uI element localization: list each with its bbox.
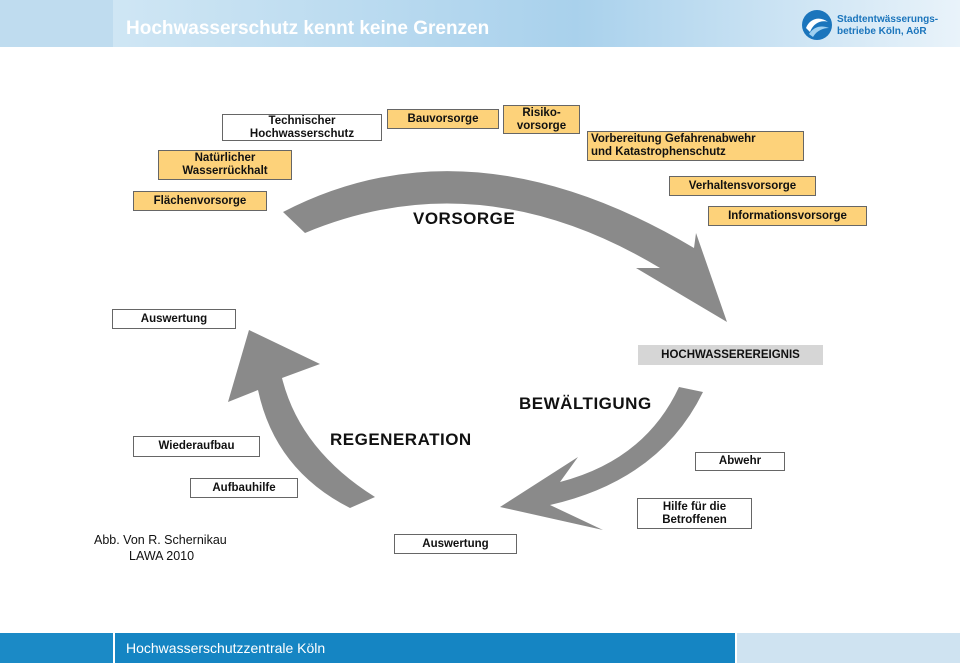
page-title: Hochwasserschutz kennt keine Grenzen xyxy=(126,18,490,39)
footer-main-block xyxy=(115,633,735,663)
footer-left-block xyxy=(0,633,113,663)
footer-bar: Hochwasserschutzzentrale Köln xyxy=(0,631,960,664)
phase-vorsorge: VORSORGE xyxy=(413,209,516,228)
caption-line1: Abb. Von R. Schernikau xyxy=(94,533,227,547)
box-informationsvorsorge: Informationsvorsorge xyxy=(708,206,867,226)
header-bar: Hochwasserschutz kennt keine Grenzen Sta… xyxy=(0,0,960,47)
phase-bewaeltigung: BEWÄLTIGUNG xyxy=(519,394,652,413)
logo-wave-icon xyxy=(802,10,832,40)
box-abwehr: Abwehr xyxy=(695,452,785,471)
box-auswertung-bottom: Auswertung xyxy=(394,534,517,554)
box-bauvorsorge: Bauvorsorge xyxy=(387,109,499,129)
logo-text-line2: betriebe Köln, AöR xyxy=(837,26,927,37)
footer-right-block xyxy=(737,633,960,663)
box-hochwasserereignis: HOCHWASSEREREIGNIS xyxy=(638,345,823,365)
box-natuerlicher-wasserrueckhalt: Natürlicher Wasserrückhalt xyxy=(158,150,292,180)
phase-regeneration: REGENERATION xyxy=(330,430,472,449)
box-aufbauhilfe: Aufbauhilfe xyxy=(190,478,298,498)
box-technischer-hochwasserschutz: Technischer Hochwasserschutz xyxy=(222,114,382,141)
box-vorbereitung-gefahrenabwehr: Vorbereitung Gefahrenabwehr und Katastro… xyxy=(587,131,804,161)
logo-text-line1: Stadtentwässerungs- xyxy=(837,14,939,25)
box-wiederaufbau: Wiederaufbau xyxy=(133,436,260,457)
arrow-regeneration xyxy=(228,330,375,508)
footer-text: Hochwasserschutzzentrale Köln xyxy=(126,640,326,656)
arrow-bewaeltigung xyxy=(500,387,703,530)
box-risikovorsorge: Risiko- vorsorge xyxy=(503,105,580,134)
box-verhaltensvorsorge: Verhaltensvorsorge xyxy=(669,176,816,196)
box-auswertung-top: Auswertung xyxy=(112,309,236,329)
company-logo: Stadtentwässerungs- betriebe Köln, AöR xyxy=(800,8,940,42)
box-hilfe-fuer-betroffene: Hilfe für die Betroffenen xyxy=(637,498,752,529)
caption-line2: LAWA 2010 xyxy=(129,549,195,563)
box-flaechenvorsorge: Flächenvorsorge xyxy=(133,191,267,211)
arrow-vorsorge xyxy=(283,171,727,322)
header-left-block xyxy=(0,0,113,47)
